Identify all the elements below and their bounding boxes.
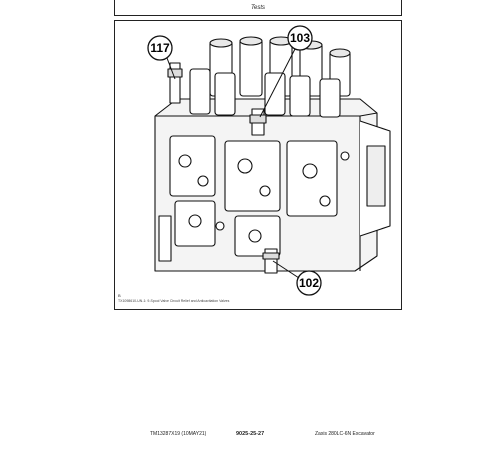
figure-frame: 117 103 102	[114, 20, 402, 310]
figure-reference-letter: B	[118, 293, 121, 298]
callout-102-label: 102	[299, 276, 319, 290]
figure-caption: TX1098610-UN-1: 9-Spool Valve Circuit Re…	[118, 299, 230, 303]
header-frame	[114, 0, 402, 16]
callout-103-label: 103	[290, 31, 310, 45]
valve-illustration: 117 103 102	[147, 25, 391, 296]
footer-machine: Zaxis 280LC-6N Excavator	[315, 431, 375, 437]
section-title: Tests	[250, 5, 266, 11]
footer-doc-code: TM13287X19 (10MAY21)	[150, 431, 207, 437]
callout-117-label: 117	[150, 41, 170, 55]
footer-page-number: 9025-25-27	[236, 431, 265, 437]
